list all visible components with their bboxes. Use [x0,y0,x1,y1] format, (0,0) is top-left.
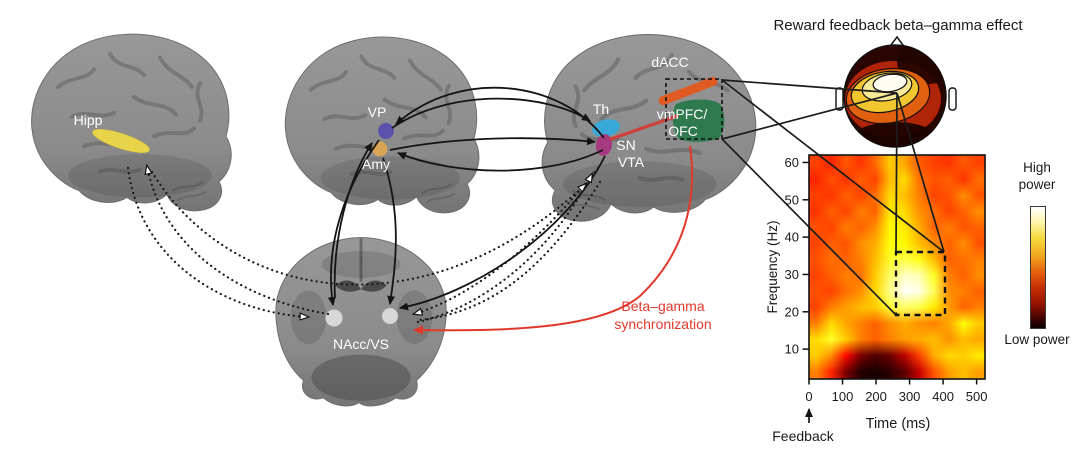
topoplot-right-ear [948,87,957,111]
vp-label: VP [368,104,387,120]
beta-gamma-roi-dashed-box [894,250,947,317]
x-tick-label: 300 [899,389,921,404]
nacc-label: NAcc/VS [333,336,389,352]
solid-connectivity-arrows [327,86,606,311]
vmpfc-roi-dashed-outline [665,78,723,140]
region-labels: Hipp VP Amy Th SN VTA dACC vmPFC/ OFC NA… [74,54,708,352]
roi-nacc-left [325,309,343,327]
th-label: Th [593,101,609,117]
x-tick-label: 400 [932,389,954,404]
x-tick-label: 500 [966,389,988,404]
beta-gamma-synchronization-arrow [413,145,694,335]
roi-nacc-right [381,307,399,325]
x-tick-label: 0 [805,389,812,404]
sn-label: SN [616,137,635,153]
topoplot-title: Reward feedback beta–gamma effect [773,17,1023,34]
hipp-label: Hipp [74,112,103,128]
amy-label: Amy [362,156,390,172]
y-tick-label: 10 [785,342,799,357]
y-tick-label: 20 [785,304,799,319]
axis-ticks: 0 100 200 300 400 500 10 20 30 40 50 60 [785,155,988,404]
vta-label: VTA [618,154,645,170]
roi-dacc [658,76,718,106]
y-axis-label: Frequency (Hz) [765,220,780,313]
dotted-connectivity-arrows [126,166,602,324]
y-tick-label: 60 [785,155,799,170]
brain-coronal-striatum [274,236,448,408]
vmpfc-label-line2: OFC [668,123,698,139]
roi-hippocampus [92,129,150,153]
beta-gamma-text-line1: Beta–gamma [621,298,704,314]
brain-sagittal-hippocampus [29,32,234,213]
x-tick-label: 200 [865,389,887,404]
roi-vp [378,123,394,139]
x-axis-label: Time (ms) [866,416,931,432]
heatmap-frame [808,154,986,380]
power-colorbar [1030,206,1046,329]
feedback-label: Feedback [772,428,834,444]
y-tick-label: 30 [785,267,799,282]
y-tick-label: 50 [785,192,799,207]
colorbar-low-label: Low power [1004,332,1070,347]
beta-gamma-text-line2: synchronization [614,316,711,332]
roi-vmpfc-ofc [672,99,725,142]
brain-sagittal-midline [542,35,756,222]
roi-amygdala [372,141,388,157]
beta-gamma-annotation: Beta–gamma synchronization [614,298,711,332]
x-tick-label: 100 [832,389,854,404]
dacc-label: dACC [651,54,688,70]
colorbar-high-label: High power [1018,160,1056,192]
vmpfc-label-line1: vmPFC/ [657,106,708,122]
y-tick-label: 40 [785,230,799,245]
